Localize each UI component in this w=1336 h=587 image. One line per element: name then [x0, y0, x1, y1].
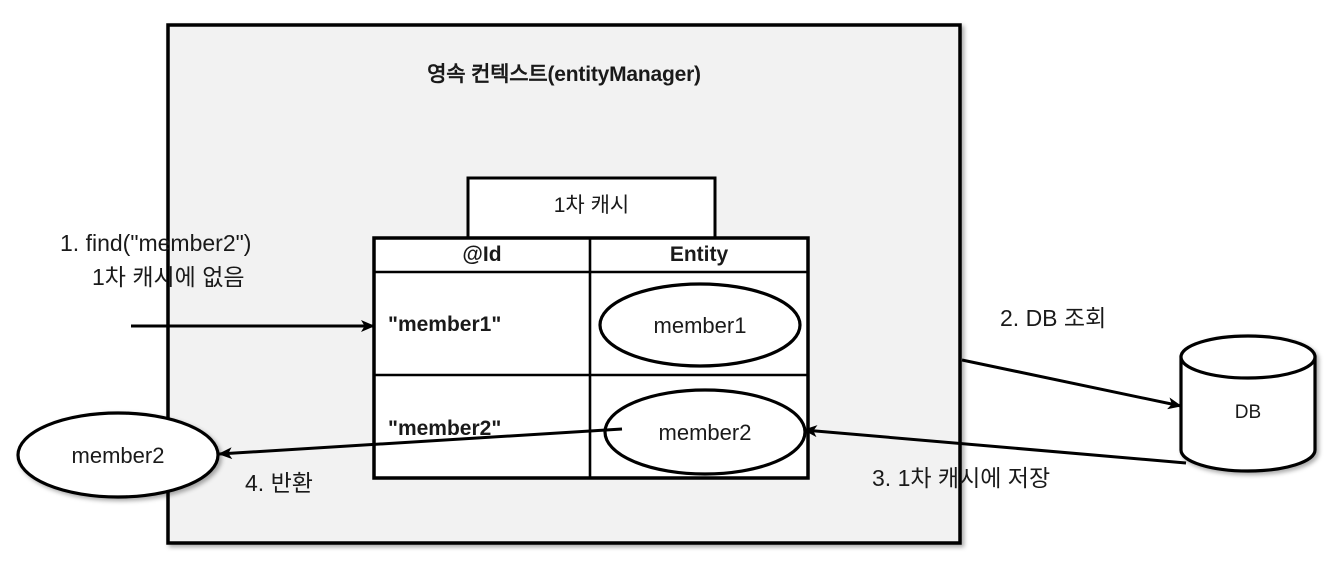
step-4-label: 4. 반환 [245, 470, 313, 496]
arrow-step-4-return [218, 427, 623, 460]
cache-row-1-id: "member1" [388, 313, 502, 336]
step-3-label: 3. 1차 캐시에 저장 [872, 465, 1051, 491]
cache-label-box [466, 176, 717, 240]
cache-label: 1차 캐시 [553, 194, 630, 217]
step-2-label: 2. DB 조회 [1000, 305, 1107, 331]
cache-table-header-entity: Entity [669, 243, 729, 266]
returned-entity-ellipse [16, 411, 220, 499]
returned-entity-label: member2 [71, 443, 165, 468]
database-label: DB [1234, 402, 1262, 423]
persistence-context-title: 영속 컨텍스트(entityManager) [427, 63, 701, 86]
step-1-label-line1: 1. find("member2") [60, 230, 252, 256]
arrow-step-2-db-query [961, 358, 1182, 410]
cache-table-header-id: @Id [462, 243, 502, 266]
cache-row-2-id: "member2" [388, 417, 502, 440]
cache-row-1-entity-label: member1 [653, 313, 747, 338]
arrow-step-3-store-cache [803, 425, 1187, 465]
entity-ellipse-member1 [598, 282, 802, 368]
step-1-label-line2: 1차 캐시에 없음 [92, 264, 245, 290]
database-cylinder [1179, 334, 1317, 473]
cache-row-2-entity-label: member2 [658, 420, 752, 445]
